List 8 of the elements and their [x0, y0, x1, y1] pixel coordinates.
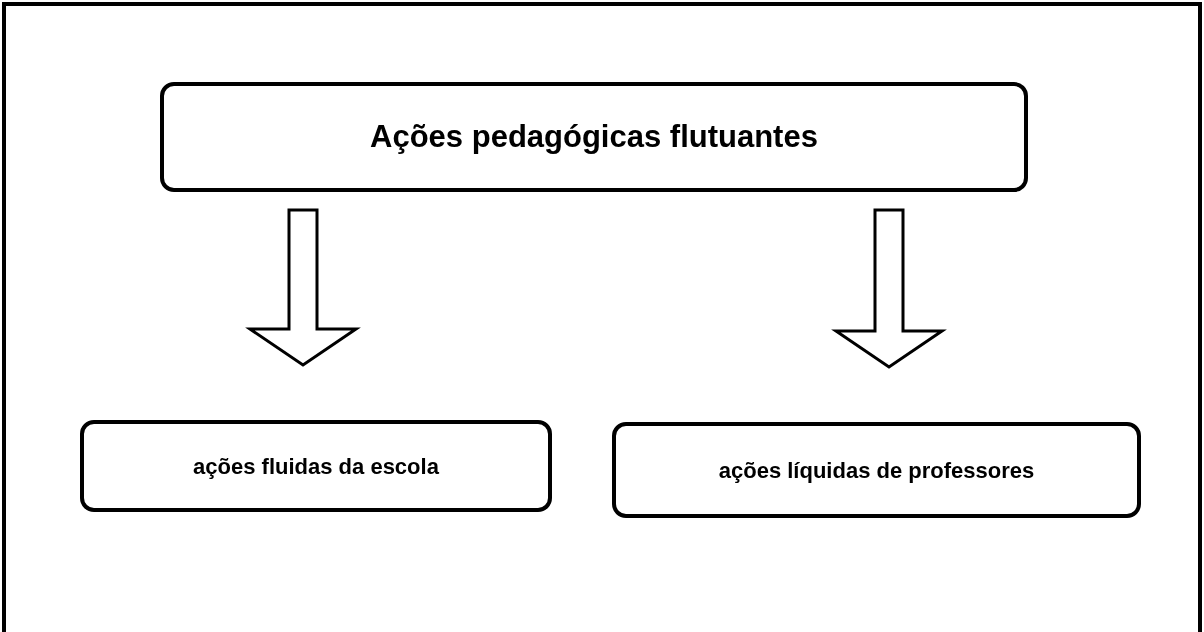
rounded-box [160, 82, 1028, 192]
rounded-box [612, 422, 1141, 518]
rounded-box [80, 420, 552, 512]
block-arrow [245, 208, 361, 367]
box-label: ações líquidas de professores [718, 456, 1035, 485]
box-label: ações fluidas da escola [193, 452, 439, 481]
block-arrow [831, 208, 947, 369]
box-label: Ações pedagógicas flutuantes [370, 117, 818, 156]
